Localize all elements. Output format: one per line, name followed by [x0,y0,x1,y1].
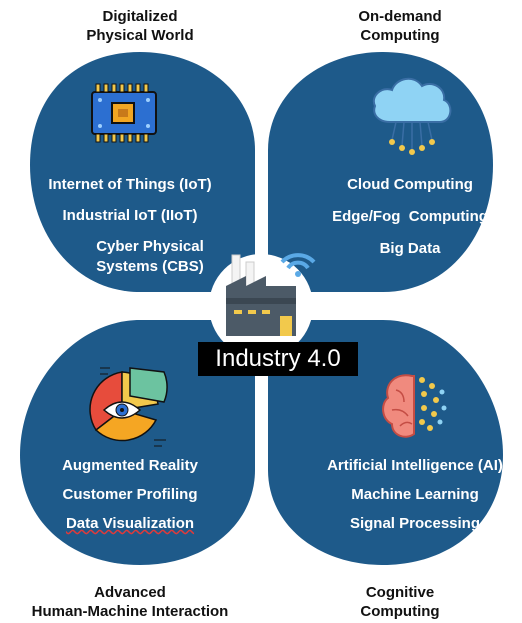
petal-text-top-left: Internet of Things (IoT) Industrial IoT … [30,169,230,277]
petal-bottom-right [268,320,503,565]
eye-pie-chart-icon [89,367,168,447]
petal-item: Big Data [379,240,441,257]
petal-item: Industrial IoT (IIoT) [62,207,198,224]
corner-title-line: Computing [360,603,440,620]
corner-title-top-left: Digitalized Physical World [40,7,240,45]
petal-item: Systems (CBS) [96,258,204,275]
corner-title-line: Digitalized [102,8,178,25]
corner-title-line: Cognitive [365,584,435,601]
petal-top-left [30,52,255,292]
petal-text-top-right: Cloud Computing Edge/Fog Computing Big D… [310,169,510,265]
smart-factory-icon [226,253,316,336]
corner-title-bottom-right: Cognitive Computing [300,583,500,621]
cloud-network-icon [372,77,452,155]
brain-icon [382,374,447,438]
petal-item: Augmented Reality [62,457,198,474]
petal-item: Cloud Computing [347,176,473,193]
petal-item: Cyber Physical [96,238,204,255]
circuit-chip-icon [91,83,157,143]
petal-item: Internet of Things (IoT) [48,176,212,193]
corner-title-line: On-demand [358,8,442,25]
corner-title-line: Computing [360,27,440,44]
corner-title-top-right: On-demand Computing [300,7,500,45]
petal-item: Data Visualization [65,515,195,532]
petal-item: Customer Profiling [62,486,198,503]
petal-item: Artificial Intelligence (AI) [327,457,503,474]
petal-bottom-left [20,320,255,565]
corner-title-line: Human-Machine Interaction [31,603,229,620]
petal-item: Signal Processing [349,515,481,532]
corner-title-line: Advanced [94,584,166,601]
petal-item: Machine Learning [351,486,479,503]
corner-title-bottom-left: Advanced Human-Machine Interaction [0,583,260,621]
petal-text-bottom-left: Augmented Reality Customer Profiling Dat… [25,451,235,538]
center-label: Industry 4.0 [198,342,358,376]
petal-text-bottom-right: Artificial Intelligence (AI) Machine Lea… [310,451,520,538]
petal-item: Edge/Fog Computing [332,208,488,225]
corner-title-line: Physical World [86,27,194,44]
